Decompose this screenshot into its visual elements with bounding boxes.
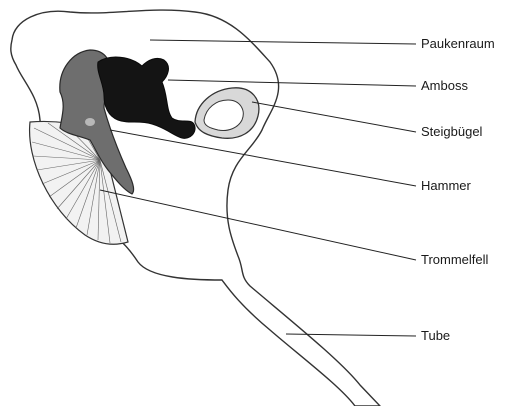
label-steigbuegel: Steigbügel: [421, 124, 482, 140]
leader-line-hammer: [110, 130, 416, 186]
leader-line-amboss: [168, 80, 416, 86]
label-trommelfell: Trommelfell: [421, 252, 488, 268]
label-hammer: Hammer: [421, 178, 471, 194]
steigbuegel-shape: [195, 88, 259, 138]
amboss-shape: [98, 57, 195, 138]
leader-line-tube: [286, 334, 416, 336]
label-tube: Tube: [421, 328, 450, 344]
leader-line-steigbuegel: [252, 102, 416, 132]
label-paukenraum: Paukenraum: [421, 36, 495, 52]
label-amboss: Amboss: [421, 78, 468, 94]
leader-line-paukenraum: [150, 40, 416, 44]
leader-line-trommelfell: [100, 190, 416, 260]
hammer-highlight: [85, 118, 95, 126]
